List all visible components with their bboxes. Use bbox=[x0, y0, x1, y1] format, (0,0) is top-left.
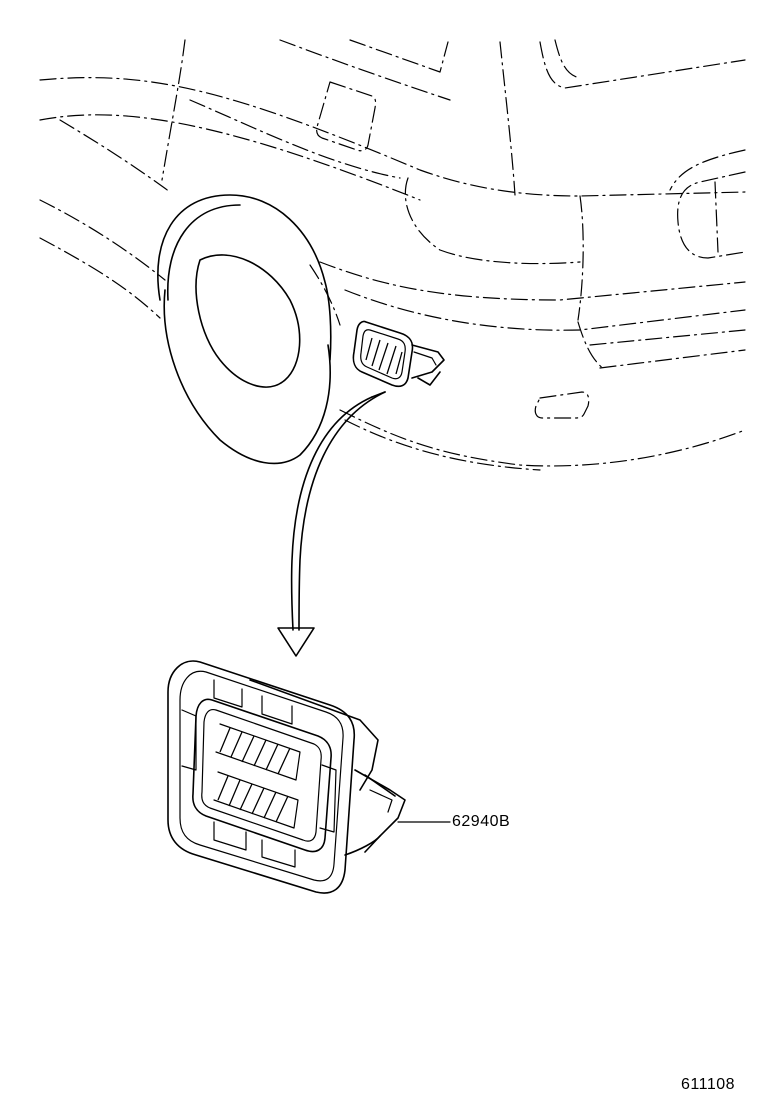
vehicle-outline bbox=[39, 39, 746, 471]
exploded-view-arrow bbox=[277, 391, 386, 657]
figure-number: 611108 bbox=[681, 1076, 736, 1093]
vent-part-enlarged bbox=[167, 660, 451, 894]
installed-vent-small bbox=[352, 320, 445, 388]
part-number-label: 62940B bbox=[452, 813, 511, 830]
